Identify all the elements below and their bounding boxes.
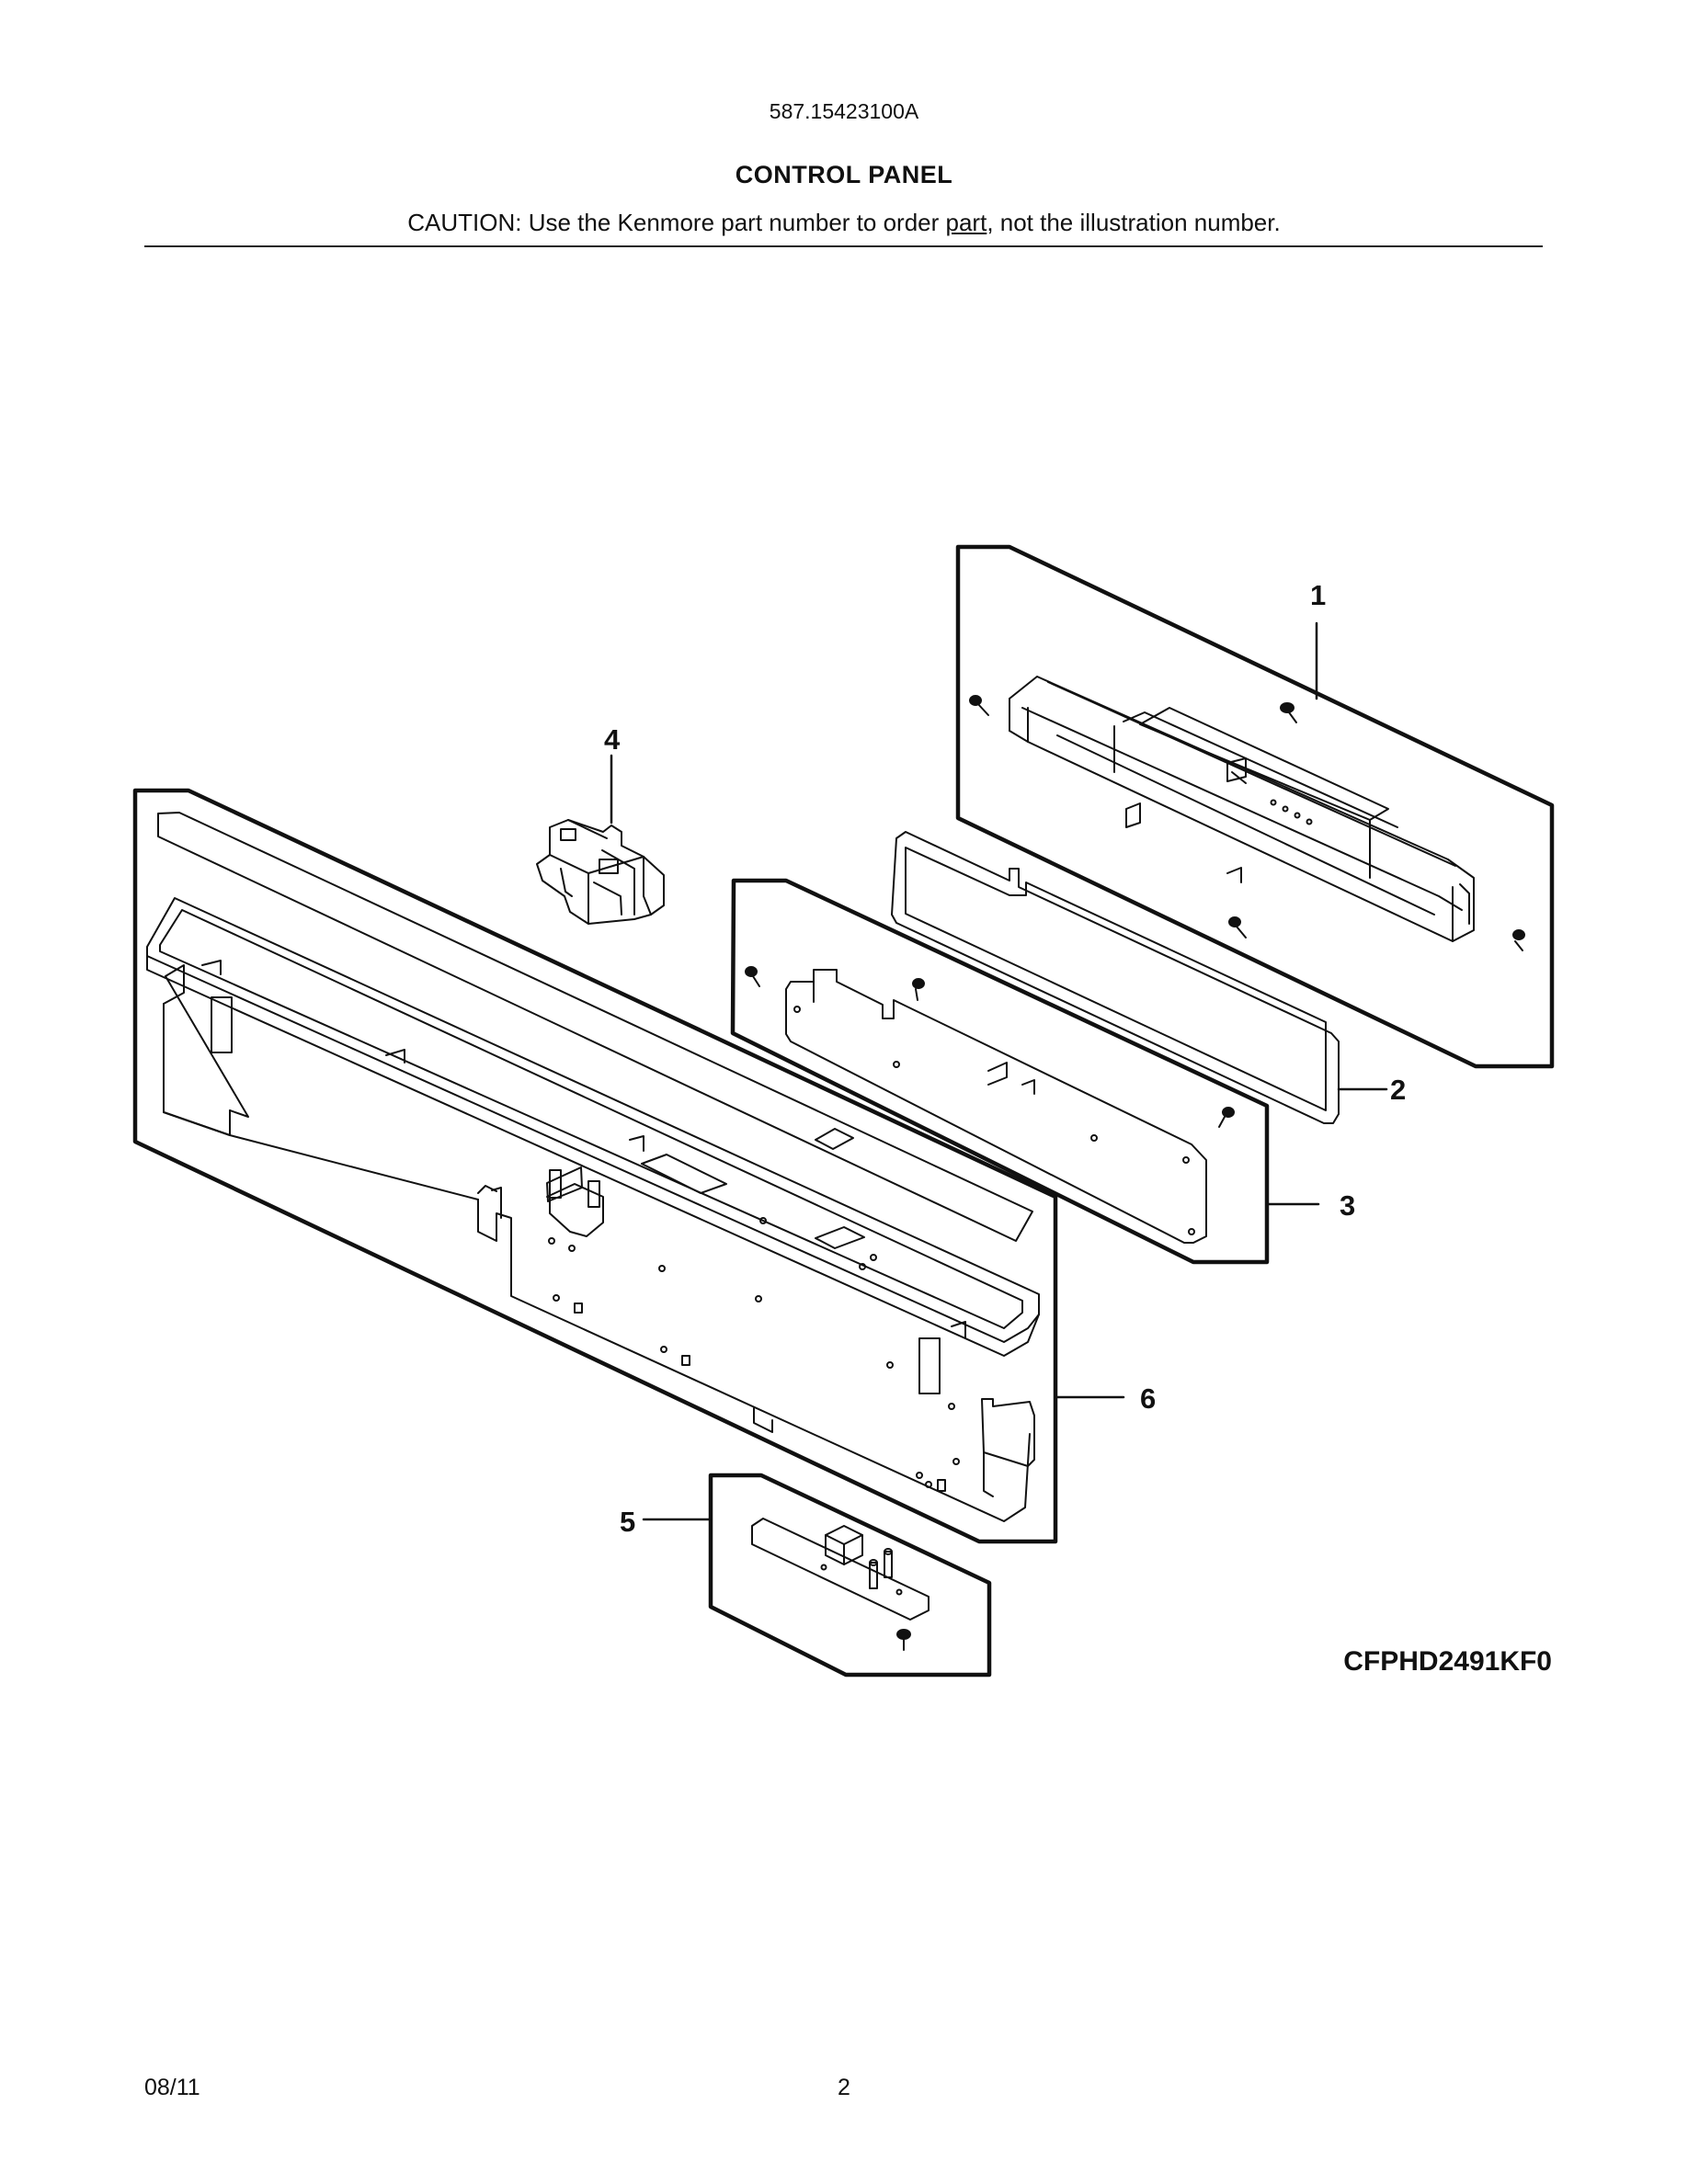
part-5-group bbox=[642, 1473, 992, 1678]
model-number: 587.15423100A bbox=[769, 99, 919, 123]
page-title: CONTROL PANEL bbox=[735, 161, 953, 188]
caution-underlined-word: part bbox=[945, 209, 987, 236]
callout-6: 6 bbox=[1140, 1382, 1156, 1415]
part-2-gasket bbox=[891, 831, 1340, 1124]
part-3-board bbox=[785, 969, 1207, 1244]
page-number: 2 bbox=[838, 2075, 850, 2100]
part-1-group bbox=[955, 544, 1555, 1069]
part-1-frame bbox=[955, 544, 1555, 1069]
part-3-screw-icons bbox=[745, 966, 1235, 1128]
screw-icon bbox=[1512, 929, 1525, 951]
part-5-frame bbox=[708, 1473, 992, 1678]
caution-note: CAUTION: Use the Kenmore part number to … bbox=[0, 209, 1688, 237]
diagram-code: CFPHD2491KF0 bbox=[1343, 1646, 1552, 1677]
part-4-group bbox=[536, 754, 665, 925]
header-divider bbox=[144, 245, 1543, 247]
part-1-screw-icons bbox=[969, 695, 1525, 951]
callout-1: 1 bbox=[1310, 579, 1326, 611]
screw-icon bbox=[1228, 916, 1247, 938]
part-6-panel bbox=[146, 812, 1040, 1522]
caution-suffix: , not the illustration number. bbox=[987, 209, 1281, 236]
callout-5: 5 bbox=[620, 1506, 635, 1538]
part-1-housing bbox=[1009, 676, 1475, 942]
screw-icon bbox=[1280, 702, 1297, 723]
callout-4: 4 bbox=[604, 723, 621, 756]
part-3-group bbox=[730, 878, 1320, 1265]
caution-prefix: CAUTION: Use the Kenmore part number to … bbox=[407, 209, 946, 236]
screw-icon bbox=[745, 966, 760, 987]
screw-icon bbox=[969, 695, 989, 716]
part-4-latch bbox=[536, 819, 665, 925]
part-5-board bbox=[751, 1518, 930, 1621]
part-6-group bbox=[132, 788, 1125, 1544]
part-2-group bbox=[891, 831, 1388, 1124]
part-3-frame bbox=[730, 878, 1270, 1265]
callout-2: 2 bbox=[1390, 1074, 1406, 1106]
screw-icon bbox=[1218, 1107, 1235, 1128]
footer-date: 08/11 bbox=[144, 2075, 200, 2100]
screw-icon bbox=[896, 1629, 911, 1651]
part-6-frame bbox=[132, 788, 1058, 1544]
callout-3: 3 bbox=[1340, 1189, 1355, 1222]
screw-icon bbox=[912, 978, 925, 1001]
